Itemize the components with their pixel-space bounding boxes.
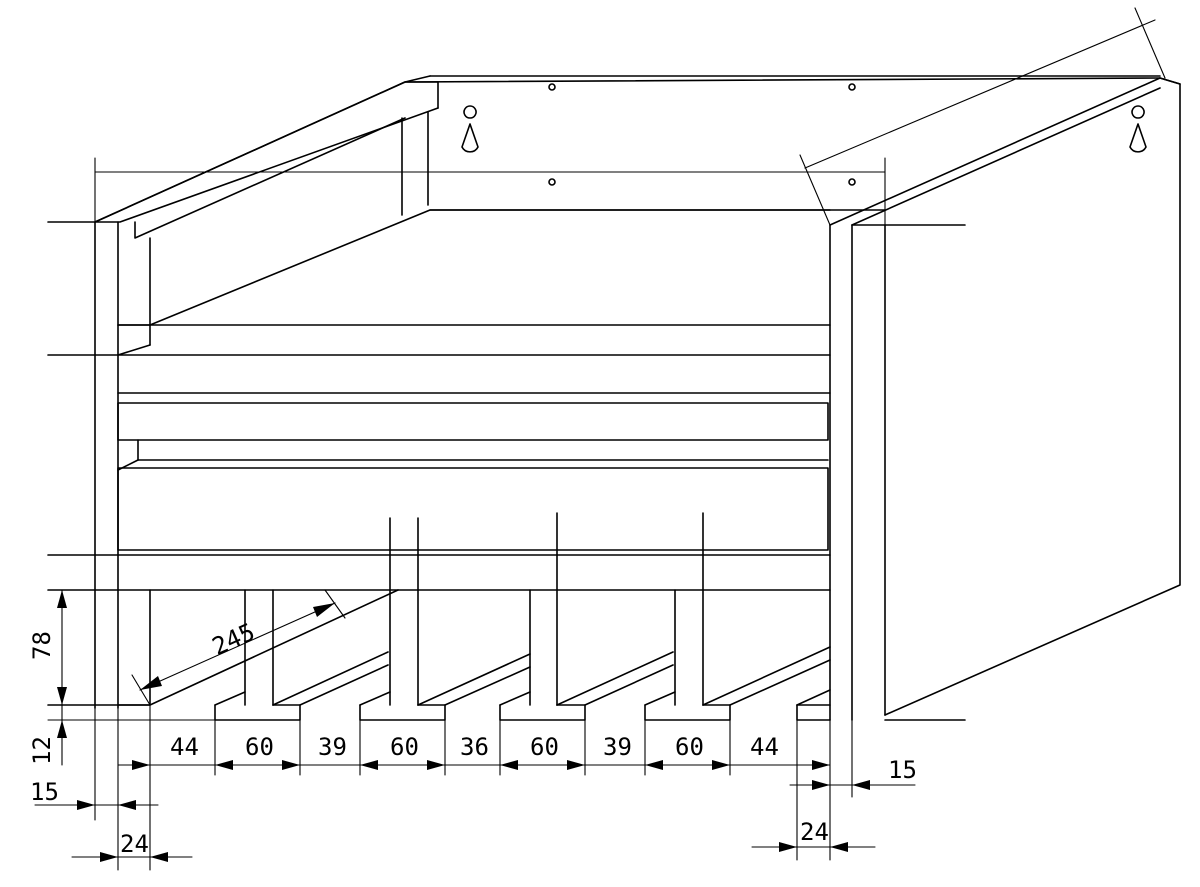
leg-height-label: 78 — [28, 631, 56, 660]
base-thickness-label: 12 — [28, 736, 56, 765]
left-top-rail — [94, 81, 439, 239]
drawer-front — [117, 402, 829, 551]
left-panel-label: 24 — [120, 830, 149, 858]
gap-label: 36 — [460, 733, 489, 761]
gap-label: 44 — [750, 733, 779, 761]
right-panel-label: 24 — [800, 818, 829, 846]
keyhole-hanger-left — [461, 105, 479, 153]
legs — [47, 512, 831, 721]
keyhole-hanger-right — [1129, 105, 1147, 153]
shelf-floor — [117, 209, 831, 394]
depth-label: 245 — [208, 618, 259, 661]
gap-label: 60 — [390, 733, 419, 761]
gap-ticks — [149, 704, 831, 861]
gap-label: 60 — [530, 733, 559, 761]
left-post — [94, 221, 151, 709]
lower-frame — [47, 221, 831, 591]
dimension-lines — [34, 7, 1166, 871]
left-offset-label: 15 — [30, 778, 59, 806]
right-side-panel — [829, 77, 1181, 721]
gap-label: 44 — [170, 733, 199, 761]
gap-label: 60 — [245, 733, 274, 761]
gap-label: 60 — [675, 733, 704, 761]
gap-label: 39 — [318, 733, 347, 761]
screw-holes — [548, 83, 856, 186]
right-offset-label: 15 — [888, 756, 917, 784]
gap-label: 39 — [603, 733, 632, 761]
